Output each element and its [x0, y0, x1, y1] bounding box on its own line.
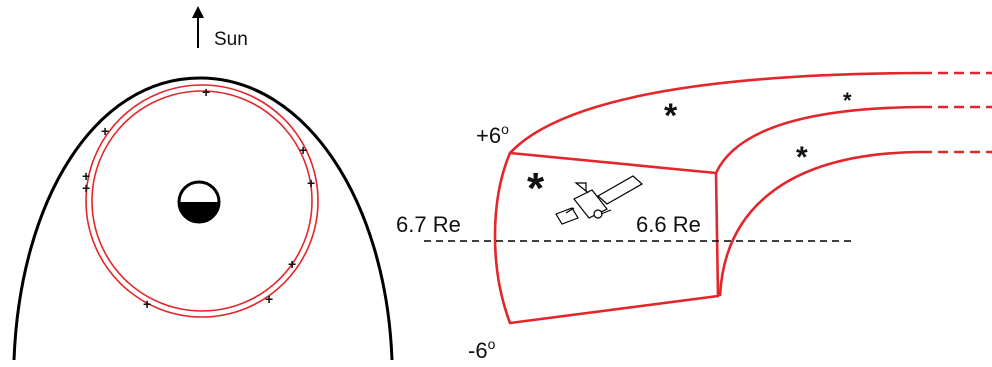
plus-marker-icon: +	[299, 142, 307, 158]
plus-marker-icon: +	[82, 180, 90, 196]
bottom-angle-label: -6o	[468, 336, 496, 363]
plus-marker-icon: +	[307, 175, 315, 191]
band-lower-edge	[718, 150, 923, 297]
orbit-markers: + + + + + + + + +	[82, 84, 315, 312]
plus-marker-icon: +	[202, 84, 210, 100]
plus-marker-icon: +	[82, 168, 90, 184]
asterisk-icon: *	[527, 164, 545, 213]
plus-marker-icon: +	[288, 256, 296, 272]
sun-label: Sun	[214, 29, 248, 50]
plus-marker-icon: +	[101, 123, 109, 139]
plus-marker-icon: +	[143, 296, 151, 312]
plus-marker-icon: +	[265, 291, 273, 307]
outer-boundary	[12, 76, 394, 361]
band-middle-edge	[714, 105, 923, 174]
top-angle-label: +6o	[476, 121, 509, 148]
asterisk-icon: *	[796, 141, 808, 174]
arrow-up-icon	[192, 6, 204, 48]
front-face	[493, 151, 720, 325]
orbit-outer	[85, 84, 319, 318]
orbit-inner	[91, 90, 313, 312]
satellite-icon	[555, 175, 644, 225]
asterisk-icon: *	[843, 88, 852, 113]
outer-radius-label: 6.7 Re	[396, 212, 461, 237]
asterisk-icon: *	[664, 97, 678, 135]
left-panel: Sun + + + + + + + + +	[12, 6, 394, 361]
band-top-edge	[509, 71, 923, 154]
inner-radius-label: 6.6 Re	[636, 212, 701, 237]
half-shaded-earth-icon	[177, 180, 221, 224]
right-panel: +6o -6o 6.7 Re 6.6 Re * * * *	[396, 71, 992, 363]
